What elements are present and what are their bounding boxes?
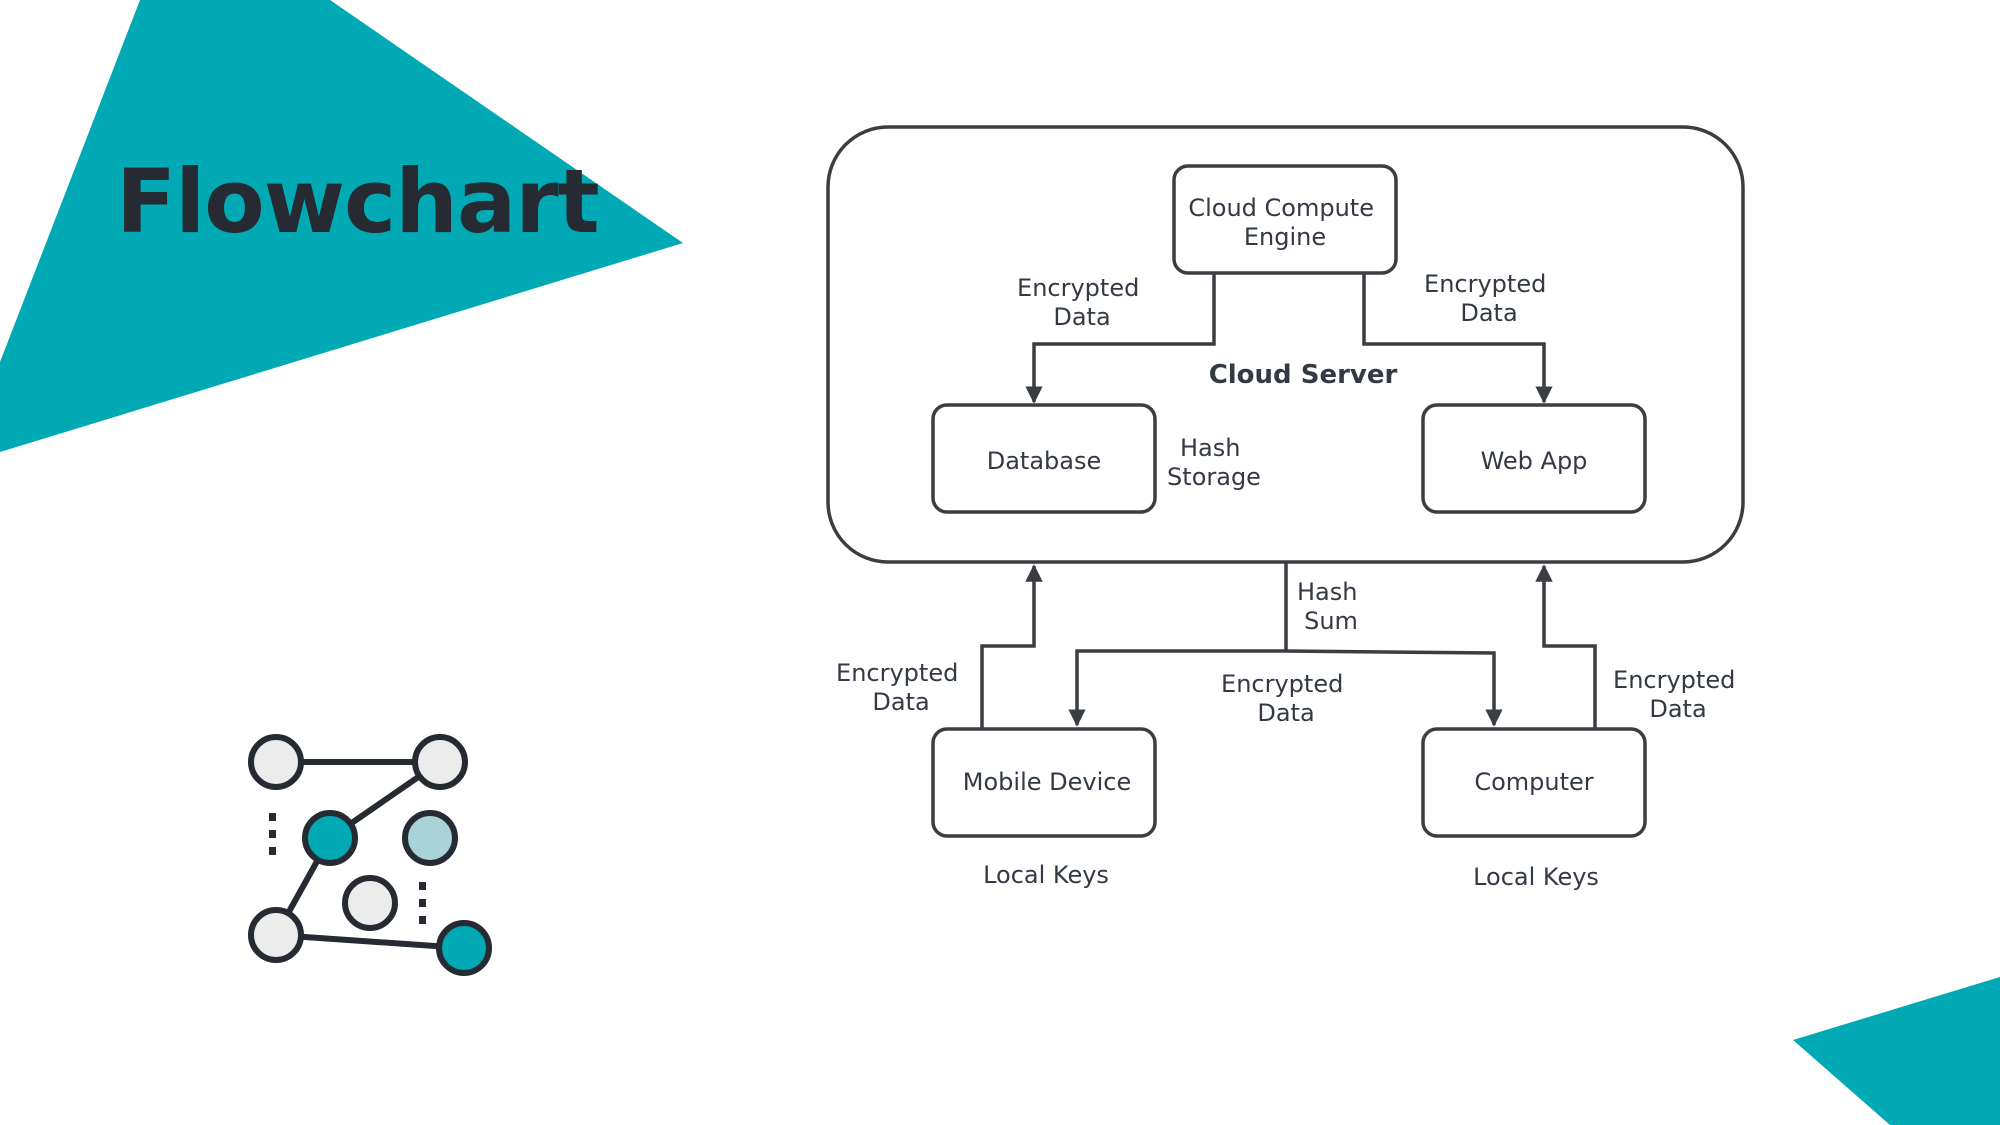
node-mobile-device: Mobile Device (931, 727, 1157, 838)
label-computer-to-server: Encrypted Data (1613, 666, 1743, 723)
label-engine-to-database: Encrypted Data (1017, 274, 1147, 331)
edge-computer-to-server (1535, 564, 1597, 729)
edge-mobile-to-server (980, 564, 1043, 729)
node-web-app: Web App (1421, 403, 1647, 514)
node-mobile-device-label: Mobile Device (963, 768, 1131, 796)
note-computer-local-keys: Local Keys (1473, 863, 1599, 891)
label-server-to-devices: Encrypted Data (1221, 670, 1351, 727)
label-mobile-to-server: Encrypted Data (836, 659, 966, 716)
edge-engine-to-web-app (1362, 274, 1553, 404)
label-hash-storage: Hash Storage (1167, 434, 1261, 491)
accent-triangle-bottom-right (1793, 977, 2000, 1125)
node-computer: Computer (1421, 727, 1647, 838)
accent-triangle-top-left (0, 0, 683, 452)
flowchart-network-icon (248, 734, 492, 976)
slide-title: Flowchart (116, 150, 600, 253)
label-hash-sum: Hash Sum (1297, 578, 1365, 635)
node-computer-label: Computer (1474, 768, 1593, 796)
label-engine-to-web-app: Encrypted Data (1424, 270, 1554, 327)
edge-server-to-mobile (1068, 649, 1286, 727)
edge-server-to-computer (1285, 649, 1503, 727)
node-web-app-label: Web App (1481, 447, 1588, 475)
cloud-server-label: Cloud Server (1209, 360, 1398, 390)
note-mobile-local-keys: Local Keys (983, 861, 1109, 889)
node-database: Database (931, 403, 1157, 514)
svg-text:Cloud Compute Engine: Cloud Compute Engine (1188, 194, 1381, 251)
node-cloud-compute-engine: Cloud Compute Engine (1172, 164, 1398, 275)
node-database-label: Database (987, 447, 1102, 475)
node-label-line: Engine (1244, 223, 1326, 251)
edge-engine-to-database (1025, 274, 1216, 404)
node-label-line: Cloud Compute (1188, 194, 1374, 222)
